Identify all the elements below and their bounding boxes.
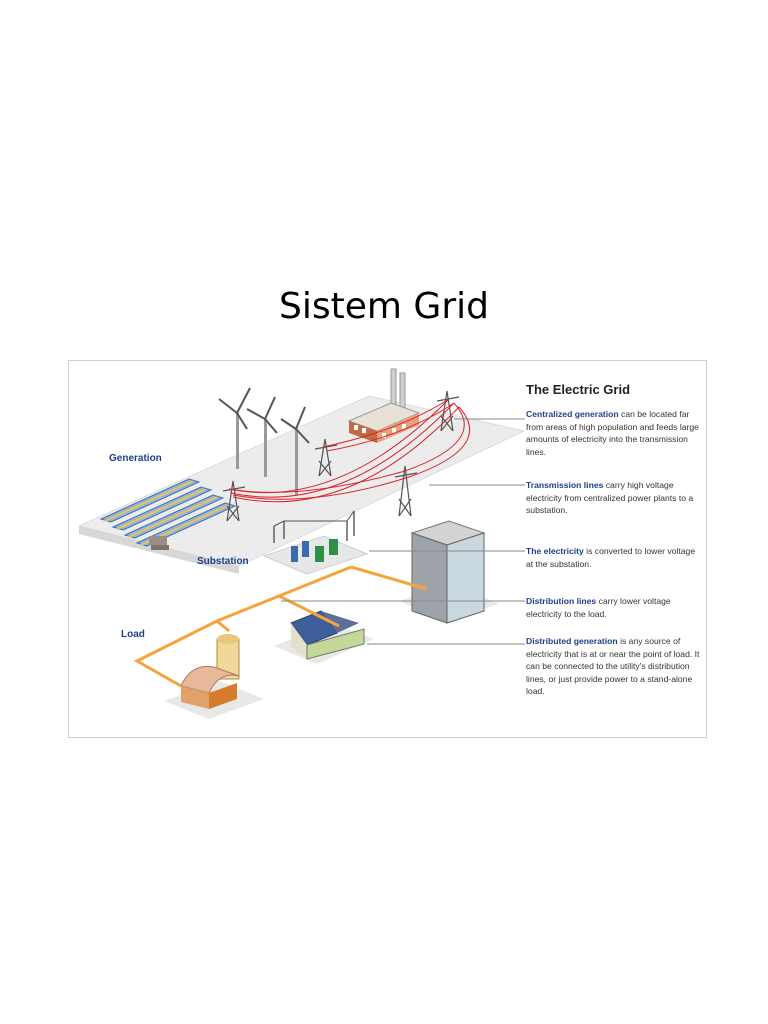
distribution-lines-description: Distribution lines carry lower voltage e… — [526, 595, 704, 620]
transmission-towers — [222, 390, 460, 522]
electricity-description: The electricity is converted to lower vo… — [526, 545, 704, 570]
description-text: is converted to lower voltage at the sub… — [526, 546, 696, 569]
centralized-generation-description: Centralized generation can be located fa… — [526, 408, 704, 458]
substation — [262, 510, 369, 575]
description-term: The electricity — [526, 546, 584, 556]
farm — [164, 634, 264, 719]
description-text: can be located far from areas of high po… — [526, 409, 699, 457]
description-text: carry high voltage electricity from cent… — [526, 480, 694, 516]
leader-lines — [281, 418, 525, 645]
diagram-title: The Electric Grid — [526, 382, 631, 397]
distributed-generation-description: Distributed generation is any source of … — [526, 635, 704, 698]
distribution-lines — [133, 565, 428, 688]
electric-grid-figure: Generation Substation Load The Electric … — [68, 360, 707, 738]
transmission-lines — [228, 398, 470, 503]
grid-illustration — [77, 368, 526, 719]
office-building — [399, 520, 499, 624]
description-term: Centralized generation — [526, 409, 619, 419]
substation-label: Substation — [197, 556, 249, 567]
solar-farm — [99, 478, 237, 550]
transmission-lines-description: Transmission lines carry high voltage el… — [526, 479, 704, 517]
description-text: is any source of electricity that is at … — [526, 636, 700, 697]
description-panel: The Electric Grid Centralized generation… — [525, 361, 705, 737]
wind-turbines — [218, 387, 310, 495]
load-label: Load — [121, 629, 145, 640]
slide-title: Sistem Grid — [279, 286, 489, 327]
description-term: Distribution lines — [526, 596, 597, 606]
generation-label: Generation — [109, 453, 162, 464]
description-text: carry lower voltage electricity to the l… — [526, 596, 671, 619]
description-term: Transmission lines — [526, 480, 604, 490]
description-term: Distributed generation — [526, 636, 618, 646]
